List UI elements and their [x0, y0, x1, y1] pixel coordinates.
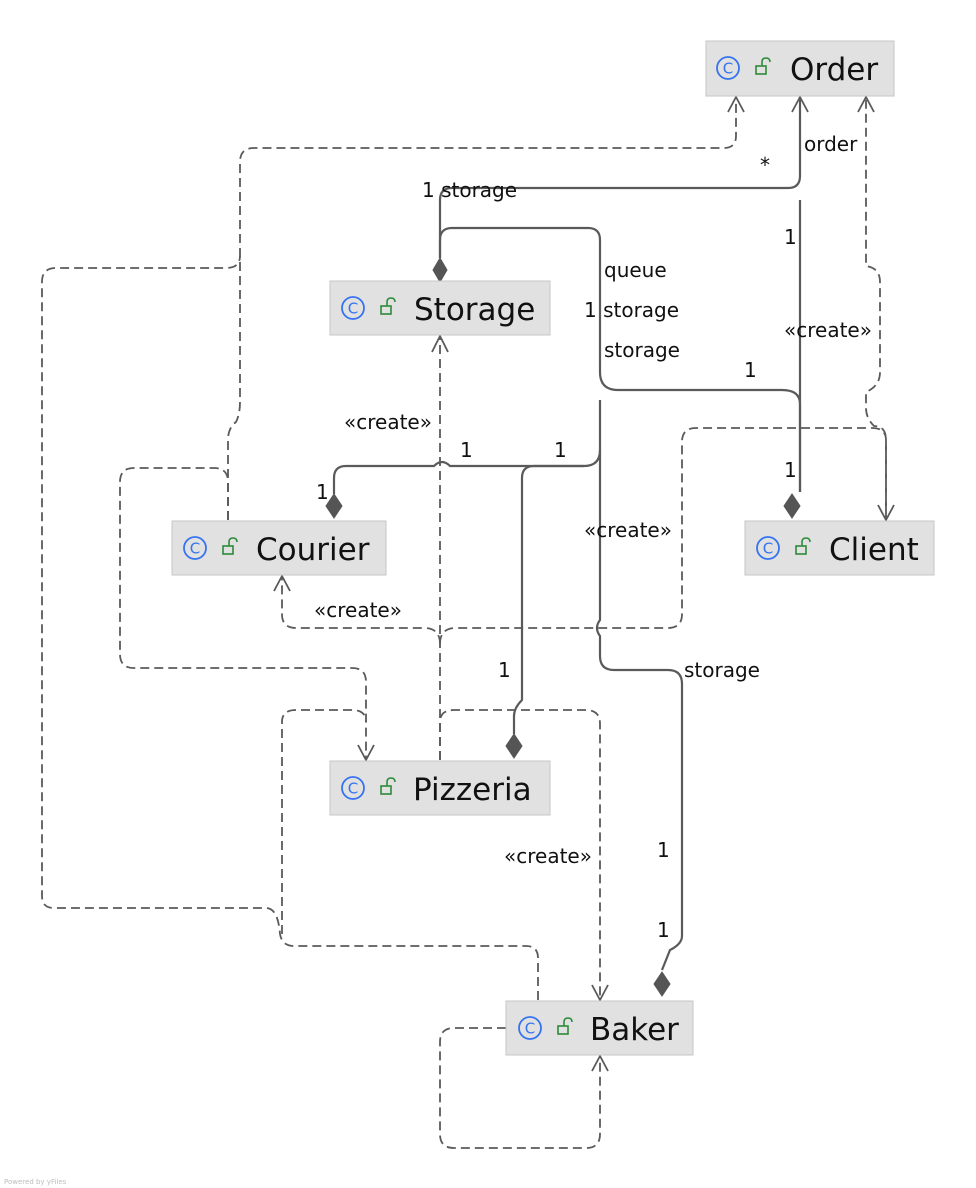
class-node-order[interactable]: C Order — [705, 40, 895, 97]
arrow-head-baker-self — [591, 1054, 609, 1072]
assoc-storage-baker[interactable] — [595, 450, 684, 971]
class-icon: C — [341, 296, 365, 320]
label-create-client: «create» — [584, 518, 672, 542]
svg-text:C: C — [763, 540, 773, 558]
class-node-client[interactable]: C Client — [744, 520, 935, 576]
label-storage-baker-role: storage — [684, 658, 760, 682]
class-icon: C — [183, 536, 207, 560]
dep-pizzeria-baker[interactable] — [439, 709, 601, 1000]
public-lock-icon — [380, 777, 396, 795]
label-one-storage: 1 storage — [584, 298, 679, 322]
arrow-head-courier-order — [727, 95, 745, 113]
class-name: Courier — [256, 532, 370, 568]
class-name: Baker — [590, 1012, 679, 1048]
class-icon: C — [518, 1016, 542, 1040]
arrow-head-pizzeria-dep — [357, 744, 375, 762]
label-order-client-mult: 1 — [784, 225, 797, 249]
label-client-1b: 1 — [784, 458, 797, 482]
label-create-order-client: «create» — [784, 318, 872, 342]
dep-client-order[interactable] — [865, 97, 887, 520]
public-lock-icon — [755, 57, 771, 75]
assoc-storage-order[interactable] — [438, 97, 802, 258]
class-node-courier[interactable]: C Courier — [171, 520, 387, 576]
class-node-storage[interactable]: C Storage — [329, 280, 551, 336]
powered-by-footer: Powered by yFiles — [4, 1178, 67, 1186]
svg-text:C: C — [348, 780, 358, 798]
arrow-head-client-order — [857, 95, 875, 113]
public-lock-icon — [795, 537, 811, 555]
svg-text:C: C — [525, 1020, 535, 1038]
assoc-storage-pizzeria[interactable] — [512, 464, 584, 734]
label-storage-role: storage — [604, 338, 680, 362]
class-icon: C — [341, 776, 365, 800]
svg-text:C: C — [190, 540, 200, 558]
label-baker-1b: 1 — [657, 918, 670, 942]
dep-pizzeria-courier[interactable] — [281, 576, 441, 645]
label-create-storage: «create» — [344, 410, 432, 434]
arrow-head-client-dep — [877, 504, 895, 522]
arrow-head-storage-dep — [431, 333, 449, 353]
class-name: Order — [790, 52, 878, 88]
diamond-courier — [325, 493, 343, 519]
class-node-baker[interactable]: C Baker — [505, 1000, 694, 1056]
arrow-head-order-assoc — [791, 95, 809, 113]
diamond-baker — [653, 971, 671, 997]
label-create-courier: «create» — [314, 598, 402, 622]
svg-text:C: C — [348, 300, 358, 318]
diamond-storage — [432, 257, 448, 283]
diamond-client — [783, 493, 801, 519]
label-create-baker: «create» — [504, 844, 592, 868]
label-client-1a: 1 — [744, 358, 757, 382]
dep-baker-self[interactable] — [439, 1027, 601, 1149]
arrow-head-courier-dep — [273, 574, 291, 592]
public-lock-icon — [222, 537, 238, 555]
assoc-storage-queue[interactable] — [438, 226, 802, 492]
assoc-storage-courier[interactable] — [332, 400, 602, 494]
diamond-pizzeria — [505, 733, 523, 759]
class-name: Storage — [414, 292, 535, 328]
svg-text:C: C — [723, 60, 733, 78]
arrow-head-baker-dep — [591, 984, 609, 1002]
label-order-star: * — [760, 153, 770, 177]
label-queue: queue — [604, 258, 667, 282]
public-lock-icon — [557, 1017, 573, 1035]
class-icon: C — [716, 56, 740, 80]
label-pizzeria-1: 1 — [498, 658, 511, 682]
label-courier-1c: 1 — [316, 480, 329, 504]
public-lock-icon — [380, 297, 396, 315]
label-order-role: order — [804, 132, 858, 156]
label-courier-1a: 1 — [460, 438, 473, 462]
dep-baker-order-loop[interactable] — [41, 255, 539, 1000]
class-name: Client — [829, 532, 919, 568]
class-name: Pizzeria — [413, 772, 532, 808]
class-node-pizzeria[interactable]: C Pizzeria — [329, 760, 551, 816]
dep-baker-loop-mid[interactable] — [281, 709, 367, 934]
label-baker-1a: 1 — [657, 838, 670, 862]
class-icon: C — [756, 536, 780, 560]
label-storage-1-storage: 1 storage — [422, 178, 517, 202]
label-courier-1b: 1 — [554, 438, 567, 462]
dep-courier-order[interactable] — [227, 97, 737, 520]
dep-pizzeria-client[interactable] — [439, 427, 887, 645]
